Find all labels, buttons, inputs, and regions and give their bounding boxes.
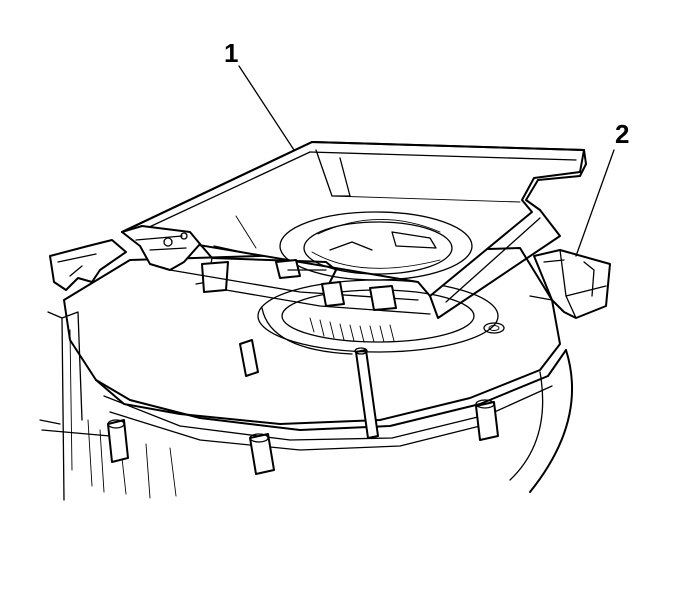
blower-motor-bracket bbox=[529, 249, 611, 319]
callout-2-label: 2 bbox=[615, 119, 629, 149]
callout-1-leader bbox=[238, 65, 295, 151]
lower-housing bbox=[39, 239, 573, 501]
upper-cover-tray bbox=[121, 141, 587, 319]
callout-2-leader bbox=[575, 149, 615, 257]
callout-1-label: 1 bbox=[224, 38, 238, 68]
